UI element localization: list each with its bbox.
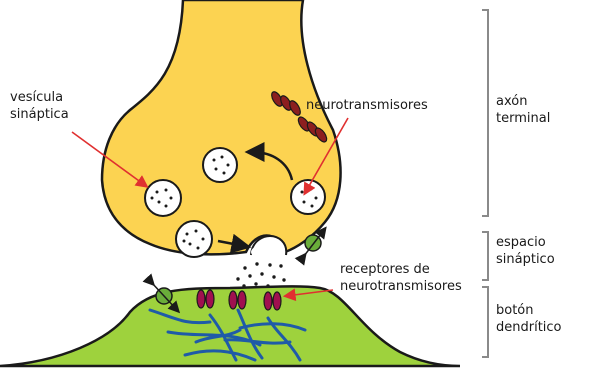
synaptic-cleft-label-line-1: espacio bbox=[496, 234, 555, 251]
receptors-label-line-1: receptores de bbox=[340, 261, 462, 278]
vesicle-label: vesícula sináptica bbox=[10, 89, 69, 123]
vesicle-icon bbox=[203, 148, 237, 182]
synaptic-cleft-label-line-2: sináptico bbox=[496, 251, 555, 268]
vesicle-label-line-2: sináptica bbox=[10, 106, 69, 123]
vesicle-icon bbox=[291, 180, 325, 214]
synaptic-cleft-label: espacio sináptico bbox=[496, 234, 555, 268]
region-brackets bbox=[482, 10, 488, 357]
axon-terminal-label-line-2: terminal bbox=[496, 110, 550, 127]
vesicle-icon bbox=[176, 221, 212, 257]
dendritic-button-label: botón dendrítico bbox=[496, 302, 562, 336]
vesicle-icon bbox=[145, 180, 181, 216]
receptors-label: receptores de neurotransmisores bbox=[340, 261, 462, 295]
receptors-label-line-2: neurotransmisores bbox=[340, 278, 462, 295]
neurotransmitters-label: neurotransmisores bbox=[306, 97, 428, 114]
dendritic-button-label-line-2: dendrítico bbox=[496, 319, 562, 336]
axon-terminal-label-line-1: axón bbox=[496, 93, 550, 110]
dendritic-button-label-line-1: botón bbox=[496, 302, 562, 319]
neurotransmitter-dots bbox=[236, 262, 285, 287]
vesicle-label-line-1: vesícula bbox=[10, 89, 69, 106]
axon-terminal-label: axón terminal bbox=[496, 93, 550, 127]
